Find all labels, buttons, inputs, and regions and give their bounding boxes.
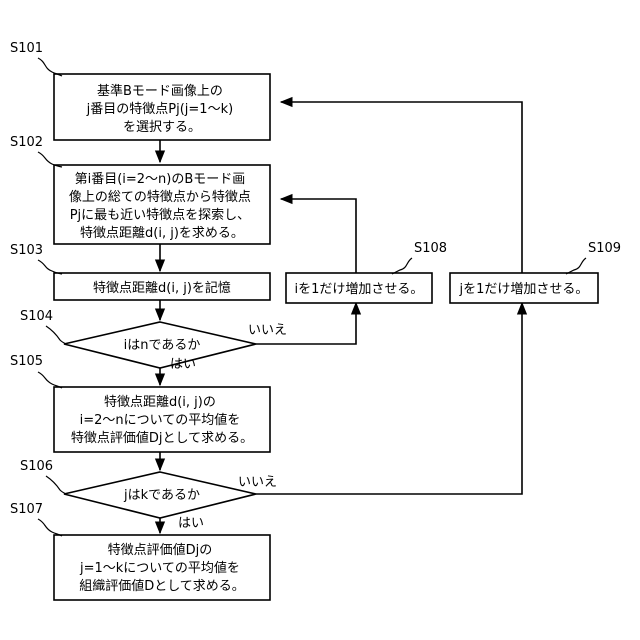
- s106-leader: [46, 476, 66, 494]
- s109-leader: [566, 258, 586, 274]
- arrow-s108-s102: [281, 199, 356, 273]
- s104-text: iはnであるか: [124, 338, 201, 353]
- s106-no-label: いいえ: [238, 475, 277, 490]
- s102-label: S102: [10, 135, 43, 150]
- s108-label: S108: [414, 241, 447, 256]
- step-s108: iを1だけ増加させる。 S108: [286, 241, 447, 303]
- step-s101: 基準Bモード画像上の j番目の特徴点Pj(j=1〜k) を選択する。 S101: [10, 41, 270, 140]
- step-s102: 第i番目(i=2〜n)のBモード画 像上の総ての特徴点から特徴点 Pjに最も近い…: [10, 135, 270, 244]
- s104-label: S104: [20, 309, 53, 324]
- s103-label: S103: [10, 243, 43, 258]
- s106-label: S106: [20, 459, 53, 474]
- arrow-s106-s109: [256, 303, 522, 494]
- s109-label: S109: [588, 241, 621, 256]
- s107-label: S107: [10, 502, 43, 517]
- s105-leader: [38, 372, 62, 388]
- s101-label: S101: [10, 41, 43, 56]
- s108-leader: [392, 258, 412, 274]
- step-s107: 特徴点評価値Djの j=1〜kについての平均値を 組織評価値Dとして求める。 S…: [10, 502, 270, 600]
- s106-text: jはkであるか: [123, 488, 200, 503]
- s104-leader: [46, 326, 66, 344]
- s107-leader: [38, 519, 62, 536]
- step-s106: jはkであるか S106 いいえ はい: [20, 459, 277, 531]
- arrow-s109-s101: [281, 102, 522, 273]
- s104-yes-label: はい: [170, 357, 196, 372]
- s103-text: 特徴点距離d(i, j)を記憶: [93, 280, 231, 296]
- s105-label: S105: [10, 354, 43, 369]
- s103-leader: [38, 260, 62, 274]
- step-s105: 特徴点距離d(i, j)の i=2〜nについての平均値を 特徴点評価値Djとして…: [10, 354, 270, 452]
- step-s104: iはnであるか S104 いいえ はい: [20, 309, 287, 372]
- s106-yes-label: はい: [178, 516, 204, 531]
- s104-no-label: いいえ: [248, 323, 287, 338]
- step-s109: jを1だけ増加させる。 S109: [450, 241, 621, 303]
- s108-text: iを1だけ増加させる。: [295, 282, 424, 297]
- step-s103: 特徴点距離d(i, j)を記憶 S103: [10, 243, 270, 300]
- s109-text: jを1だけ増加させる。: [459, 282, 589, 297]
